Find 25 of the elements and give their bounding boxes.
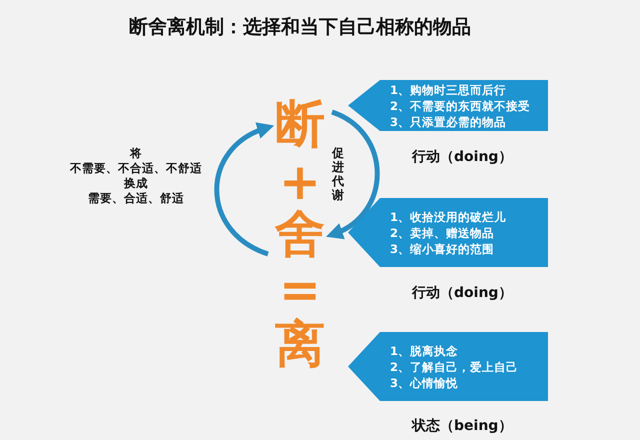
title: 断舍离机制：选择和当下自己相称的物品 bbox=[128, 15, 472, 40]
big-character: 离 bbox=[270, 318, 330, 370]
list-item: 2、了解自己，爱上自己 bbox=[390, 358, 518, 374]
operator-sign: + bbox=[279, 156, 321, 208]
big-character: 断 bbox=[270, 98, 330, 150]
list-item: 2、不需要的东西就不接受 bbox=[390, 98, 530, 114]
list-item: 3、心情愉悦 bbox=[390, 374, 458, 390]
list-item: 3、缩小喜好的范围 bbox=[390, 240, 494, 256]
node-label: 状态（being） bbox=[412, 417, 512, 435]
list-item: 3、只添置必需的物品 bbox=[390, 114, 506, 130]
note-text: 不需要、不合适、不舒适 bbox=[68, 161, 203, 176]
node-label: 行动（doing） bbox=[412, 284, 512, 302]
vertical-text: 促进代谢 bbox=[332, 146, 345, 202]
operator-sign: = bbox=[279, 264, 321, 316]
note-text: 需要、合适、舒适 bbox=[87, 191, 185, 206]
note-text: 将 bbox=[128, 146, 143, 160]
node-label: 行动（doing） bbox=[412, 148, 512, 166]
curved-arrow bbox=[326, 110, 380, 238]
list-item: 1、脱离执念 bbox=[390, 342, 458, 358]
note-text: 换成 bbox=[122, 176, 149, 190]
list-item: 1、收拾没用的破烂儿 bbox=[390, 208, 506, 224]
big-character: 舍 bbox=[270, 208, 330, 260]
curved-arrow bbox=[214, 123, 274, 256]
list-item: 2、卖掉、赠送物品 bbox=[390, 224, 494, 240]
list-item: 1、购物时三思而后行 bbox=[390, 82, 506, 98]
